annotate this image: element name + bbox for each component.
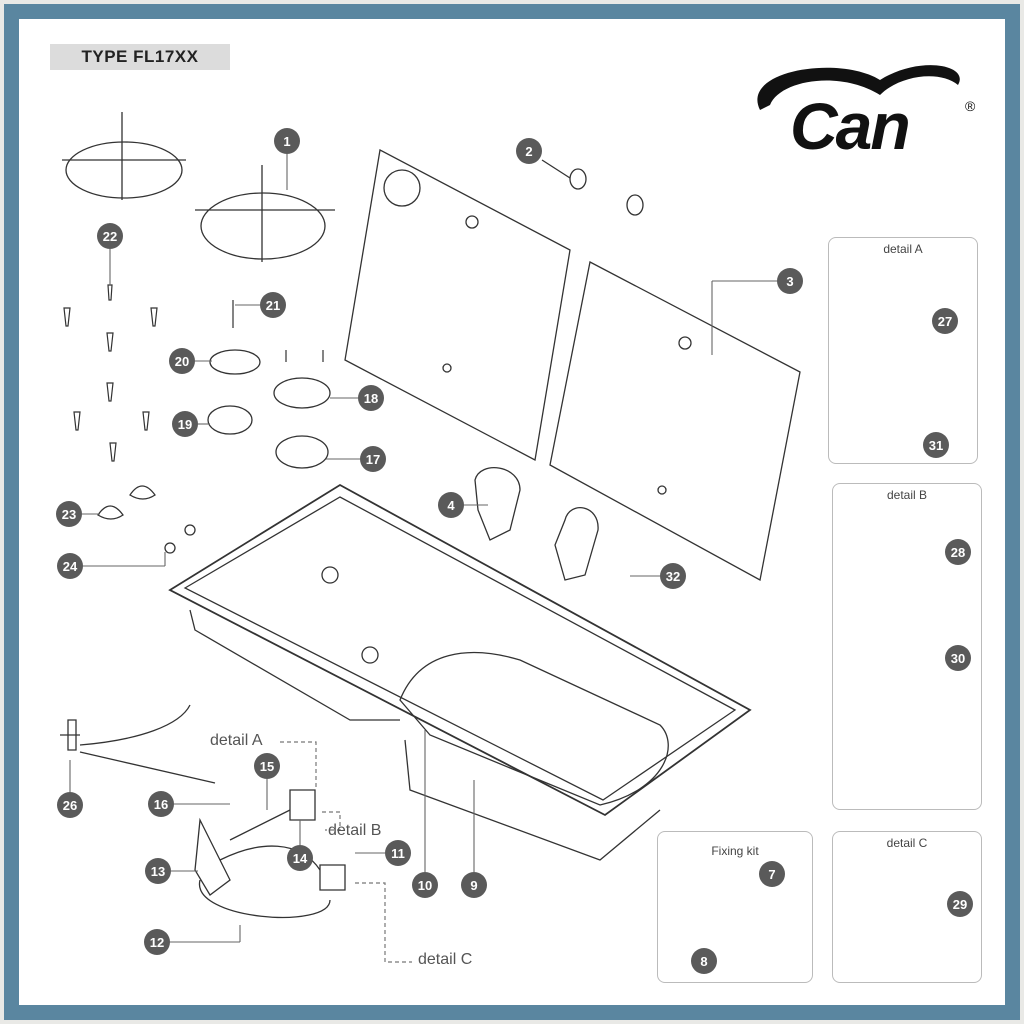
hinge-left <box>474 467 521 541</box>
part-number-badge-9: 9 <box>461 872 487 898</box>
part-number-badge-14: 14 <box>287 845 313 871</box>
part-number-badge-20: 20 <box>169 348 195 374</box>
detail-b-heading: detail B <box>886 488 928 502</box>
part-number-badge-15: 15 <box>254 753 280 779</box>
brand-logo: Can <box>790 89 911 163</box>
gas-valve-11 <box>319 864 346 891</box>
part-number-badge-21: 21 <box>260 292 286 318</box>
part-number-badge-13: 13 <box>145 858 171 884</box>
sink-basin <box>399 651 669 806</box>
pan-support-2 <box>195 165 335 262</box>
fixing-kit-heading: Fixing kit <box>711 844 759 858</box>
fixing-kit-panel: Fixing kit <box>657 831 813 983</box>
part-number-badge-30: 30 <box>945 645 971 671</box>
callout-detail-a: detail A <box>210 732 263 749</box>
part-number-badge-24: 24 <box>57 553 83 579</box>
knob-2 <box>97 505 124 520</box>
knob-1 <box>129 485 156 500</box>
part-number-badge-11: 11 <box>385 840 411 866</box>
glass-lid-right <box>549 261 801 581</box>
injectors <box>63 284 324 462</box>
logo-swoosh <box>757 65 960 110</box>
burner-17 <box>275 435 329 469</box>
pan-support-1 <box>62 112 186 200</box>
hinge-right <box>554 507 599 581</box>
burner-cap-18 <box>273 377 331 409</box>
part-number-badge-3: 3 <box>777 268 803 294</box>
registered-mark: ® <box>965 98 976 114</box>
part-number-badge-29: 29 <box>947 891 973 917</box>
callout-detail-c: detail C <box>418 951 473 968</box>
callout-detail-b: detail B <box>328 822 382 839</box>
part-number-badge-16: 16 <box>148 791 174 817</box>
burner-ring-19 <box>207 405 253 435</box>
part-number-badge-7: 7 <box>759 861 785 887</box>
detail-c-heading: detail C <box>886 836 928 850</box>
part-number-badge-8: 8 <box>691 948 717 974</box>
detail-a-heading: detail A <box>883 242 923 256</box>
part-number-badge-1: 1 <box>274 128 300 154</box>
part-number-badge-28: 28 <box>945 539 971 565</box>
burner-cap-20 <box>209 349 261 375</box>
part-number-badge-18: 18 <box>358 385 384 411</box>
part-number-badge-2: 2 <box>516 138 542 164</box>
part-number-badge-12: 12 <box>144 929 170 955</box>
part-number-badge-19: 19 <box>172 411 198 437</box>
part-number-badge-4: 4 <box>438 492 464 518</box>
sink-top <box>168 483 752 817</box>
part-number-badge-26: 26 <box>57 792 83 818</box>
part-number-badge-10: 10 <box>412 872 438 898</box>
part-number-badge-17: 17 <box>360 446 386 472</box>
glass-lid-left <box>344 149 571 461</box>
part-number-badge-22: 22 <box>97 223 123 249</box>
thermocouple-26 <box>60 719 80 751</box>
part-number-badge-32: 32 <box>660 563 686 589</box>
detail-a-panel: detail A <box>828 237 978 464</box>
part-number-badge-31: 31 <box>923 432 949 458</box>
part-number-badge-27: 27 <box>932 308 958 334</box>
part-number-badge-23: 23 <box>56 501 82 527</box>
page-title: TYPE FL17XX <box>50 44 230 70</box>
